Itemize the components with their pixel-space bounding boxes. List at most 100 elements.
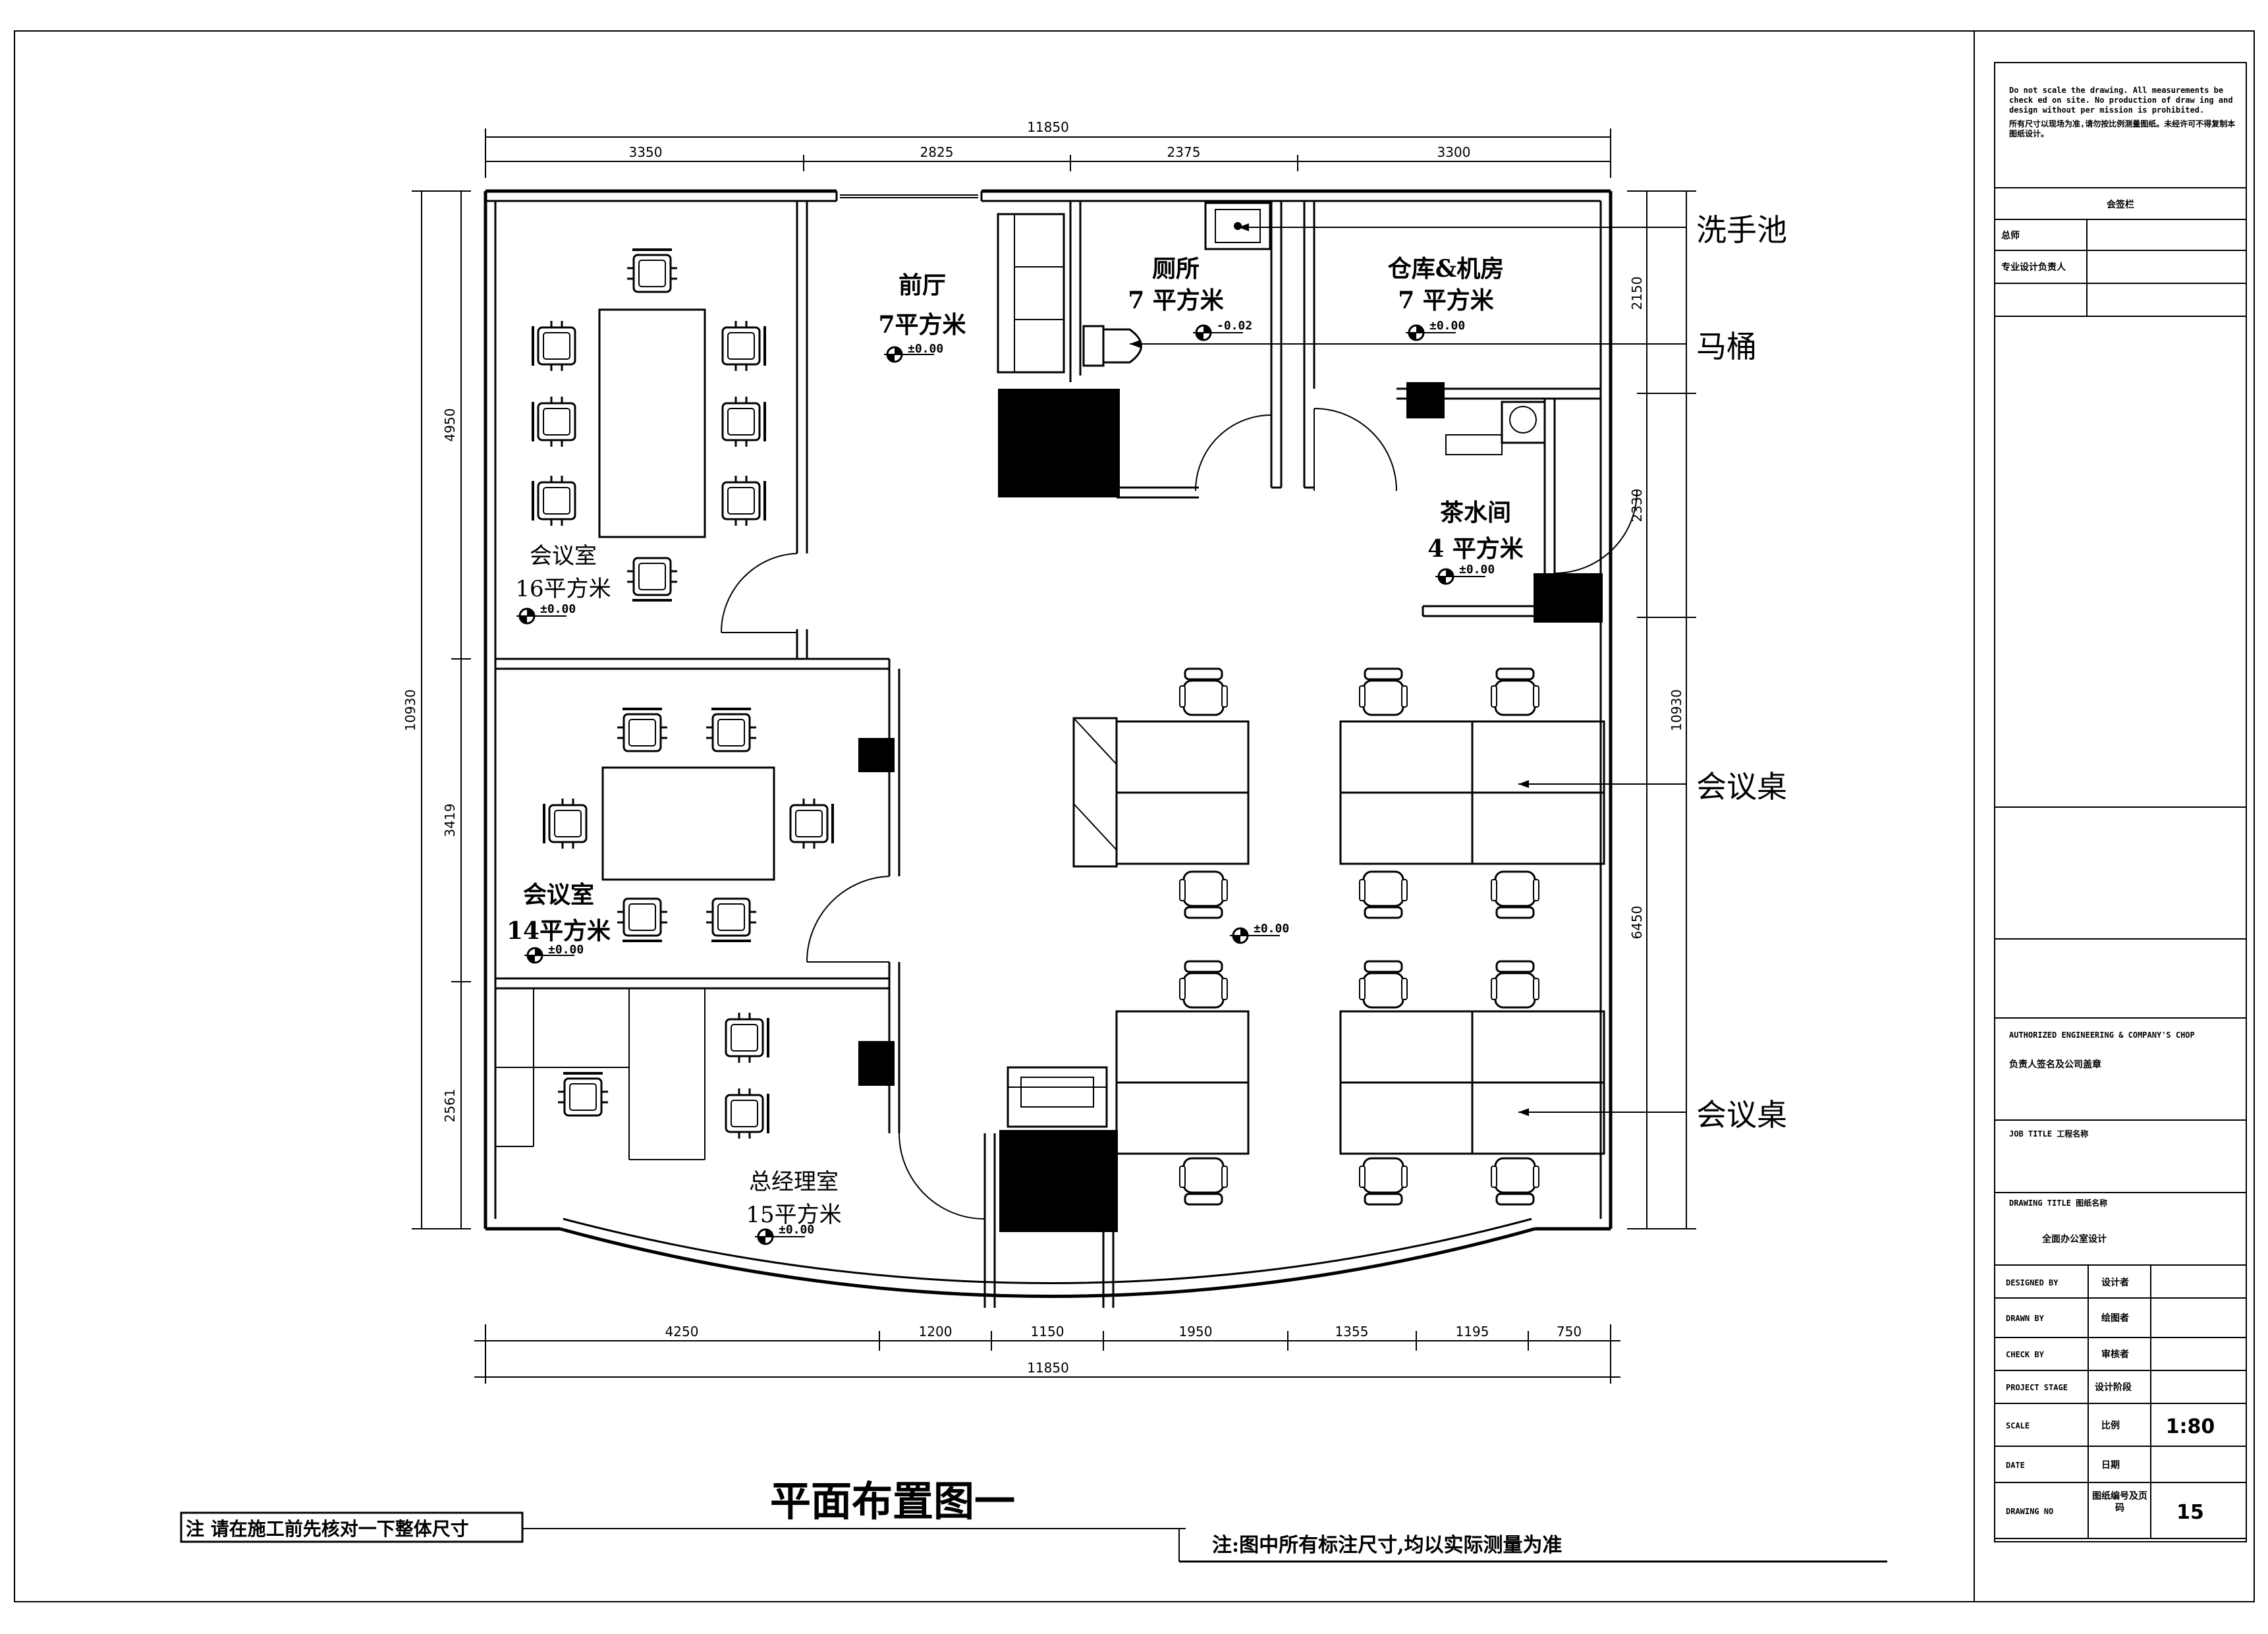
dim-left-total: 10930 (402, 689, 418, 731)
drawing-title-label: DRAWING TITLE 图纸名称 (2009, 1198, 2107, 1208)
room-level: ±0.00 (1254, 922, 1289, 936)
chair (532, 395, 576, 448)
dim-bottom-7: 750 (1557, 1324, 1582, 1339)
room-storage: 仓库&机房 7 平方米 ±0.00 (1388, 255, 1504, 341)
reception-furniture (997, 213, 1065, 374)
door-swings (720, 408, 1638, 1220)
chair (705, 708, 758, 752)
project-stage-label: PROJECT STAGE (2006, 1383, 2068, 1392)
room-tea: 茶水间 4 平方米 ±0.00 (1427, 499, 1524, 585)
dim-right-2: 2330 (1629, 489, 1645, 522)
drawing-no-label: DRAWING NO (2006, 1507, 2053, 1516)
room-level: ±0.00 (540, 602, 576, 616)
chair (725, 1087, 769, 1140)
reception-desk (1007, 1066, 1108, 1128)
dim-top-1: 3350 (629, 144, 663, 160)
drawing-title: 平面布置图一 (770, 1477, 1015, 1525)
room-gm: 总经理室 15平方米 ±0.00 (746, 1169, 842, 1245)
room-level: ±0.00 (548, 943, 584, 957)
right-dimensions: 10930 2150 2330 6450 (1627, 190, 1696, 1229)
chair (616, 897, 669, 942)
room-meeting-16: 会议室 16平方米 ±0.00 (515, 543, 611, 625)
callout-desk-2: 会议桌 (1518, 1097, 1787, 1133)
callout-sink: 洗手池 (1238, 212, 1787, 248)
note-left-text: 注 请在施工前先核对一下整体尺寸 (186, 1518, 469, 1540)
chair (532, 474, 576, 527)
room-name: 总经理室 (749, 1169, 839, 1195)
meeting-room-14-furniture (543, 708, 834, 942)
toilet-bowl (1102, 328, 1142, 364)
office-chair (1178, 667, 1229, 716)
row-designer-lead: 专业设计负责人 (2001, 262, 2066, 273)
chair (543, 797, 588, 850)
chair (725, 1011, 769, 1064)
dim-bottom-2: 1200 (919, 1324, 953, 1339)
room-area: 15平方米 (746, 1202, 841, 1228)
tea-room-fixtures (1445, 401, 1546, 455)
room-level: -0.02 (1217, 319, 1252, 333)
dim-left-1: 4950 (442, 408, 458, 442)
open-office-level: ±0.00 (1229, 922, 1289, 944)
chair (532, 320, 576, 372)
note-left: 注 请在施工前先核对一下整体尺寸 (180, 1511, 1186, 1543)
room-meeting-14: 会议室 14平方米 ±0.00 (507, 881, 611, 964)
office-chair (1490, 960, 1540, 1009)
dim-top-total: 11850 (1027, 119, 1069, 135)
callout-desk-1: 会议桌 (1518, 769, 1787, 804)
chair (721, 395, 766, 448)
date-label: DATE (2006, 1461, 2025, 1470)
room-reception: 前厅 7平方米 ±0.00 (878, 271, 966, 363)
scale-label: SCALE (2006, 1421, 2030, 1430)
room-area: 14平方米 (507, 917, 611, 945)
tea-counter (1445, 434, 1503, 455)
drawn-by-cn: 绘图者 (2101, 1312, 2129, 1324)
callout-toilet: 马桶 (1130, 329, 1757, 364)
room-name: 茶水间 (1440, 499, 1511, 526)
room-level: ±0.00 (1459, 563, 1495, 577)
chair (705, 897, 758, 942)
office-chair (1178, 1157, 1229, 1206)
office-chair (1358, 870, 1408, 919)
check-by-cn: 审核者 (2101, 1349, 2129, 1360)
dim-top-2: 2825 (920, 144, 954, 160)
dim-left-3: 2561 (442, 1089, 458, 1123)
room-level: ±0.00 (779, 1223, 814, 1237)
dim-bottom-5: 1355 (1335, 1324, 1369, 1339)
drawing-frame (14, 30, 2255, 1602)
chair (721, 320, 766, 372)
workstation-cluster-3 (1115, 960, 1250, 1206)
room-name: 会议室 (530, 543, 597, 569)
designed-by-label: DESIGNED BY (2006, 1278, 2059, 1287)
room-level: ±0.00 (1429, 319, 1465, 333)
chair (616, 708, 669, 752)
seal-label: 会签栏 (2107, 199, 2134, 210)
row-chief: 总师 (2001, 230, 2020, 241)
dim-bottom-3: 1150 (1031, 1324, 1065, 1339)
job-title-label: JOB TITLE 工程名称 (2009, 1129, 2088, 1139)
water-dispenser (1501, 401, 1546, 444)
room-level: ±0.00 (908, 342, 943, 356)
left-dimensions: 10930 4950 3419 2561 (402, 190, 471, 1229)
owner-en: AUTHORIZED ENGINEERING & COMPANY'S CHOP (2009, 1030, 2195, 1040)
office-chair (1358, 667, 1408, 716)
room-area: 16平方米 (515, 576, 611, 602)
scale-value: 1:80 (2166, 1415, 2215, 1438)
drawing-no-value: 15 (2176, 1501, 2204, 1524)
office-chair (1490, 870, 1540, 919)
project-stage-cn: 设计阶段 (2095, 1382, 2132, 1393)
disclaimer-en: Do not scale the drawing. All measuremen… (2009, 86, 2233, 115)
drawn-by-label: DRAWN BY (2006, 1314, 2045, 1323)
workstation-cluster-4 (1339, 960, 1605, 1206)
note-right-text: 注:图中所有标注尺寸,均以实际测量为准 (1212, 1534, 1563, 1557)
callout-label: 会议桌 (1696, 1097, 1787, 1133)
sink-fixture (1204, 202, 1271, 250)
room-area: 7 平方米 (1398, 287, 1494, 314)
check-by-label: CHECK BY (2006, 1350, 2045, 1359)
callout-label: 会议桌 (1696, 769, 1787, 804)
chair (789, 797, 834, 850)
room-area: 4 平方米 (1427, 535, 1524, 563)
dim-bottom-6: 1195 (1456, 1324, 1489, 1339)
room-name: 前厅 (899, 271, 946, 299)
dim-right-total: 10930 (1669, 689, 1684, 731)
